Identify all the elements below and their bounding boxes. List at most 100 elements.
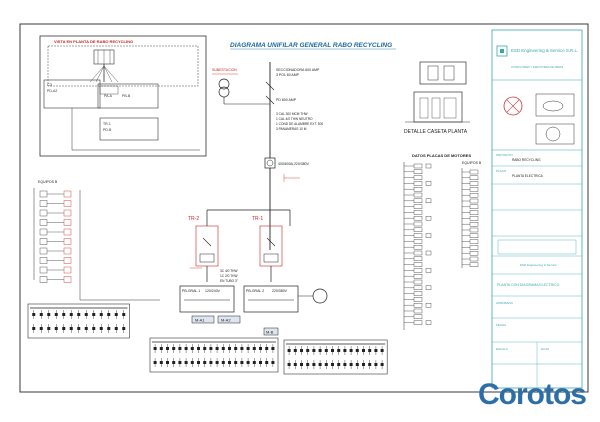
breaker [331,349,334,352]
breaker [221,347,225,350]
motor-nameplate-aux [425,268,432,273]
breaker [306,349,310,352]
motor-nameplate [413,163,423,169]
sub-panel-2-label: PB-GRAL 2 [246,289,264,293]
motor-nameplate-aux [425,233,432,238]
tr2-label: TR-2 [188,216,199,222]
bus-tag-3: M-B [266,330,274,335]
equipment-box-red [63,276,72,283]
motor-nameplate [413,244,423,250]
motor-nameplate [469,262,479,267]
breaker [312,349,316,352]
breaker [114,313,118,316]
motor-nameplate [469,187,479,192]
tr1-branch: TR-1 [252,216,283,282]
breaker [197,347,200,350]
breaker-bank-frame [149,337,279,373]
breaker [184,361,188,364]
breaker [300,363,303,366]
breaker-bank-frame [283,339,388,375]
motor-nameplate [469,192,479,198]
approval-label: APROBADO [496,301,514,305]
breaker [99,327,103,330]
nameplate-title: DATOS PLACAS DE MOTORES [412,153,471,158]
inset-plan-view: VISTA EN PLANTA DE RABO RECYCLING C3 PD-… [39,35,207,157]
recycling-logo [535,123,575,145]
tr2-branch: TR-2 [188,216,219,282]
equipment-box-red [63,257,72,264]
breaker [265,361,269,364]
breaker [355,349,359,352]
breaker [69,327,73,330]
motor-nameplate [413,262,423,267]
breaker [240,347,244,350]
motor-nameplate [413,291,423,296]
breaker [234,361,238,364]
breaker [114,327,118,330]
breaker [122,327,126,330]
motor-nameplate [413,297,423,302]
equipment-box-red [63,228,72,236]
motor-nameplate [413,186,423,192]
breaker [190,347,194,350]
motor-nameplate [413,303,423,308]
breaker [166,347,169,350]
equipment-box-red [63,247,72,255]
motor-nameplate [469,256,479,262]
tr1-label: TR-1 [252,216,263,222]
cable-spec-2: 1 CAL 4/0 THW NEUTRO [276,117,313,121]
project-value: RABO RECYCLING [512,158,541,162]
breaker [259,347,262,350]
equipment-box-red [63,190,72,198]
motor-nameplate-aux [425,250,432,256]
breaker [293,349,297,352]
breaker [271,347,275,350]
breaker [324,363,328,366]
sub-panel-2-voltage: 220/380V [272,289,288,293]
motor-nameplate [469,250,479,256]
motor-nameplate [413,239,423,244]
equipment-box-red [63,238,72,245]
breaker [122,313,126,316]
sheet-border [19,23,589,393]
motor-nameplate-aux [425,198,432,204]
breaker [324,349,328,352]
motor-nameplate [413,256,423,261]
breaker [374,363,378,366]
motor-nameplate [413,210,423,215]
motor-nameplate [469,175,479,181]
motor-nameplate-aux [425,181,432,186]
equipment-box-red [63,209,72,217]
motor-nameplate [413,274,423,279]
breaker [374,349,378,352]
breaker [77,327,81,330]
breaker [172,361,176,364]
motor-nameplate [413,320,423,325]
supply-label: SUBESTACION [212,68,237,72]
bus-tag-1: M-A1 [195,318,205,323]
breaker-bank-left [27,303,130,339]
breaker [178,347,182,350]
motor-nameplate [413,279,423,285]
project-label: PROYECTO [496,153,513,157]
breaker [203,361,207,364]
breaker [84,327,88,330]
breaker [209,361,213,364]
left-equipment-column [33,188,160,301]
breaker [153,347,157,350]
plan-label-pb-b: PB-B [122,94,131,98]
motor-nameplate [413,175,423,180]
cable-spec-4: 3 PANAMERAS 10 M [276,127,307,131]
breaker [318,363,322,366]
drawing-value: PLANTA ELECTRICA [512,174,544,178]
sub-panel-2: PB-GRAL 2 220/380V [243,285,299,313]
breaker [54,327,58,330]
equipment-box-red [63,266,72,274]
motor-nameplate [469,233,479,239]
breaker [343,363,347,366]
motor-nameplate [413,198,423,204]
house-caption: DETALLE CASETA PLANTA [404,129,468,135]
equipment-box-red [63,219,72,226]
motor-nameplate [413,314,423,319]
plan-label-c3: C3 [47,82,53,87]
